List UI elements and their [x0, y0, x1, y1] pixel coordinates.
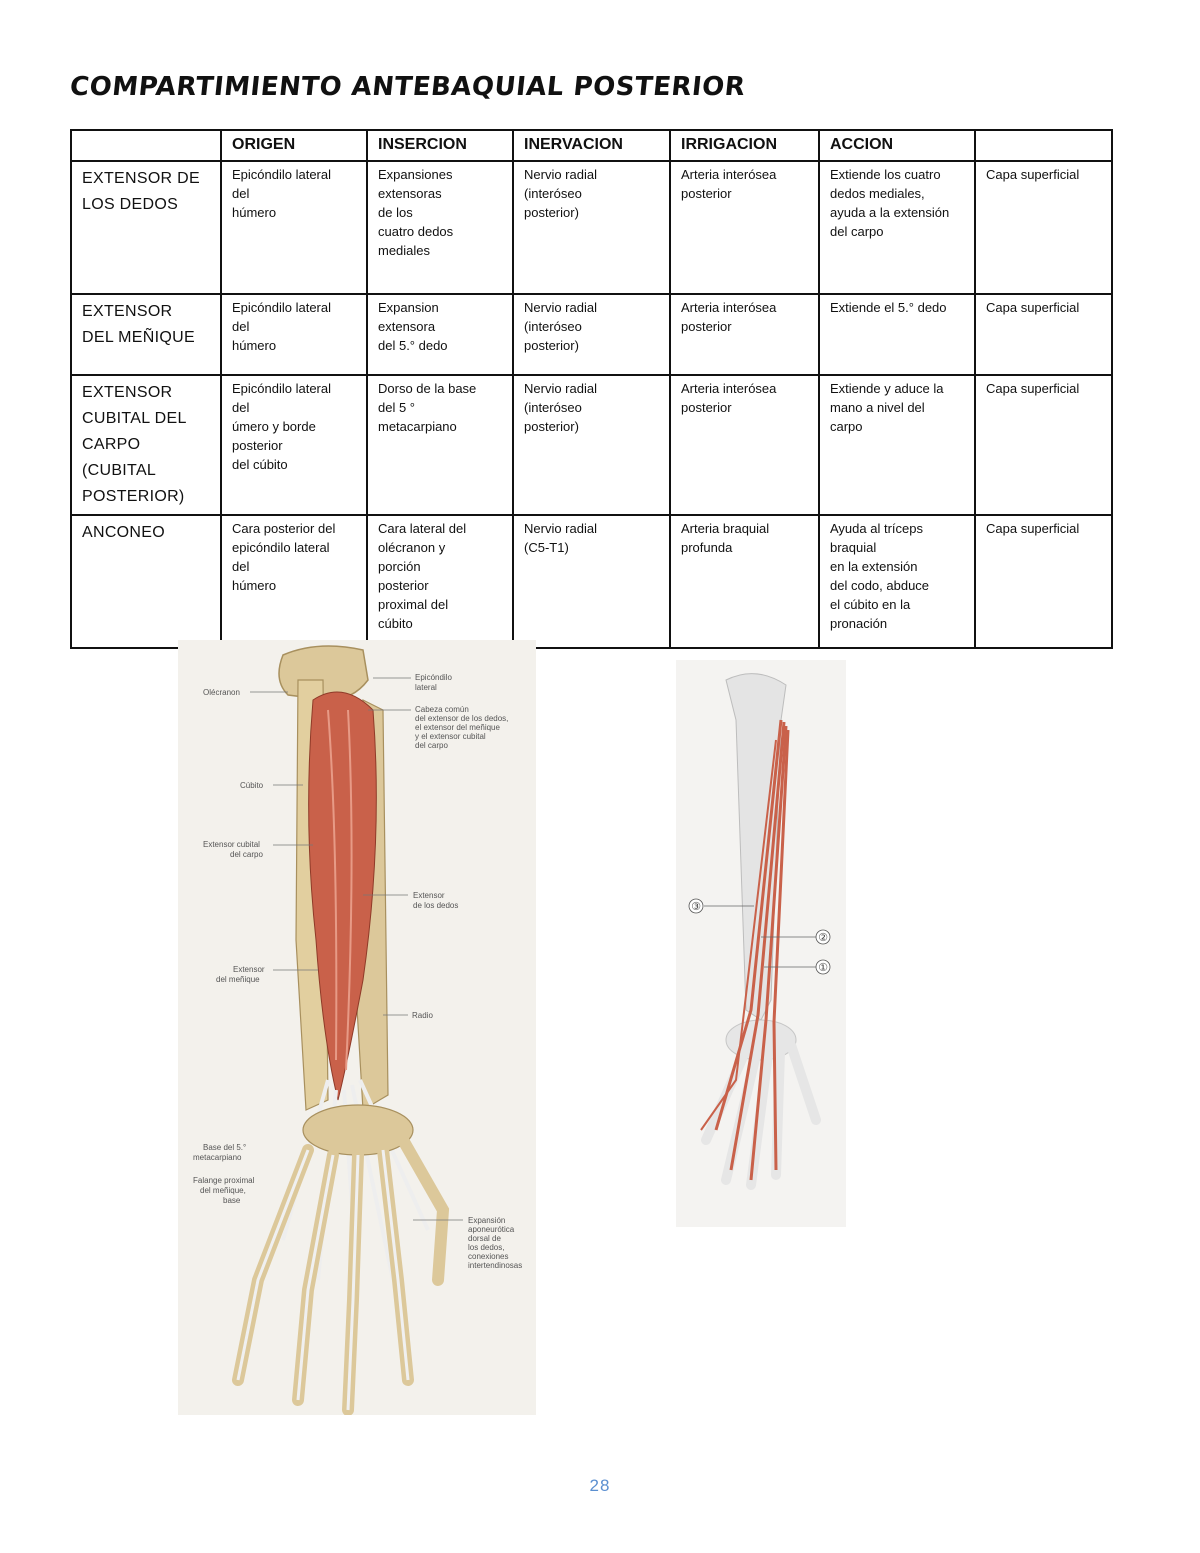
marker-3: ③ [691, 900, 701, 913]
table-row: ANCONEO Cara posterior del epicóndilo la… [70, 514, 1113, 649]
cell-capa: Capa superficial [974, 514, 1113, 649]
muscle-diagram: ③ ② ① [688, 673, 831, 1190]
svg-text:Falange proximal: Falange proximal [193, 1176, 255, 1185]
cell-inervacion: Nervio radial (interóseo posterior) [512, 160, 671, 295]
marker-2: ② [818, 931, 828, 944]
svg-text:intertendinosas: intertendinosas [468, 1261, 522, 1270]
muscle-name: EXTENSOR DEL MEÑIQUE [70, 293, 222, 376]
header-accion: ACCION [818, 129, 976, 162]
page-title: COMPARTIMIENTO ANTEBAQUIAL POSTERIOR [68, 72, 747, 102]
svg-text:los dedos,: los dedos, [468, 1243, 504, 1252]
cell-irrigacion: Arteria interósea posterior [669, 293, 820, 376]
muscle-name: EXTENSOR CUBITAL DEL CARPO (CUBITAL POST… [70, 374, 222, 516]
forearm-illustration-right: ③ ② ① [676, 660, 846, 1227]
svg-text:del extensor de los dedos,: del extensor de los dedos, [415, 714, 508, 723]
label-expansion: Expansión aponeurótica dorsal de los ded… [413, 1216, 522, 1270]
cell-accion: Extiende los cuatro dedos mediales, ayud… [818, 160, 976, 295]
cell-capa: Capa superficial [974, 293, 1113, 376]
svg-text:y el extensor cubital: y el extensor cubital [415, 732, 486, 741]
forearm-illustration-left: Olécranon Cúbito Extensor cubital del ca… [178, 640, 536, 1416]
svg-text:Olécranon: Olécranon [203, 688, 240, 697]
svg-text:Radio: Radio [412, 1011, 433, 1020]
svg-text:metacarpiano: metacarpiano [193, 1153, 242, 1162]
cell-insercion: Cara lateral del olécranon y porción pos… [366, 514, 514, 649]
cell-capa: Capa superficial [974, 160, 1113, 295]
svg-text:el extensor del meñique: el extensor del meñique [415, 723, 500, 732]
svg-text:conexiones: conexiones [468, 1252, 508, 1261]
header-origen: ORIGEN [220, 129, 368, 162]
label-epicondilo: Epicóndilo lateral [373, 673, 452, 692]
cell-inervacion: Nervio radial (C5-T1) [512, 514, 671, 649]
page-number: 28 [589, 1476, 611, 1495]
header-inervacion: INERVACION [512, 129, 671, 162]
marker-1: ① [818, 961, 828, 974]
label-radio: Radio [383, 1011, 433, 1020]
svg-text:lateral: lateral [415, 683, 437, 692]
svg-text:Expansión: Expansión [468, 1216, 505, 1225]
svg-text:del meñique: del meñique [216, 975, 260, 984]
header-muscle [70, 129, 222, 162]
label-extensor-menique: Extensor del meñique [216, 965, 318, 984]
table-header-row: ORIGEN INSERCION INERVACION IRRIGACION A… [70, 129, 1113, 162]
header-irrigacion: IRRIGACION [669, 129, 820, 162]
svg-text:Extensor: Extensor [233, 965, 265, 974]
cell-insercion: Dorso de la base del 5 ° metacarpiano [366, 374, 514, 516]
cell-capa: Capa superficial [974, 374, 1113, 516]
muscle-name: EXTENSOR DE LOS DEDOS [70, 160, 222, 295]
svg-text:Base del 5.°: Base del 5.° [203, 1143, 246, 1152]
cell-origen: Epicóndilo lateral del húmero [220, 160, 368, 295]
label-cubito: Cúbito [240, 781, 303, 790]
svg-text:aponeurótica: aponeurótica [468, 1225, 515, 1234]
cell-irrigacion: Arteria interósea posterior [669, 374, 820, 516]
svg-text:de los dedos: de los dedos [413, 901, 458, 910]
cell-insercion: Expansiones extensoras de los cuatro ded… [366, 160, 514, 295]
svg-text:Cúbito: Cúbito [240, 781, 264, 790]
svg-text:Extensor cubital: Extensor cubital [203, 840, 260, 849]
label-base-5-metacarpiano: Base del 5.° metacarpiano [193, 1143, 246, 1162]
cell-inervacion: Nervio radial (interóseo posterior) [512, 374, 671, 516]
cell-irrigacion: Arteria interósea posterior [669, 160, 820, 295]
cell-accion: Ayuda al tríceps braquial en la extensió… [818, 514, 976, 649]
cell-insercion: Expansion extensora del 5.° dedo [366, 293, 514, 376]
cell-origen: Epicóndilo lateral del úmero y borde pos… [220, 374, 368, 516]
svg-text:dorsal de: dorsal de [468, 1234, 501, 1243]
svg-text:del meñique,: del meñique, [200, 1186, 246, 1195]
cell-inervacion: Nervio radial (interóseo posterior) [512, 293, 671, 376]
table-row: EXTENSOR CUBITAL DEL CARPO (CUBITAL POST… [70, 374, 1113, 516]
muscles-table: ORIGEN INSERCION INERVACION IRRIGACION A… [70, 129, 1113, 649]
muscle-name: ANCONEO [70, 514, 222, 649]
header-capa [974, 129, 1113, 162]
cell-accion: Extiende y aduce la mano a nivel del car… [818, 374, 976, 516]
label-cabeza-comun: Cabeza común del extensor de los dedos, … [368, 705, 508, 750]
label-olecranon: Olécranon [203, 688, 288, 697]
svg-text:del carpo: del carpo [230, 850, 263, 859]
cell-origen: Cara posterior del epicóndilo lateral de… [220, 514, 368, 649]
cell-irrigacion: Arteria braquial profunda [669, 514, 820, 649]
table-row: EXTENSOR DE LOS DEDOS Epicóndilo lateral… [70, 160, 1113, 295]
table-row: EXTENSOR DEL MEÑIQUE Epicóndilo lateral … [70, 293, 1113, 376]
label-extensor-dedos: Extensor de los dedos [363, 891, 458, 910]
header-insercion: INSERCION [366, 129, 514, 162]
cell-origen: Epicóndilo lateral del húmero [220, 293, 368, 376]
label-extensor-cubital: Extensor cubital del carpo [203, 840, 313, 859]
cell-accion: Extiende el 5.° dedo [818, 293, 976, 376]
svg-text:Extensor: Extensor [413, 891, 445, 900]
svg-text:Cabeza común: Cabeza común [415, 705, 469, 714]
svg-text:base: base [223, 1196, 241, 1205]
label-falange-proximal: Falange proximal del meñique, base [193, 1176, 255, 1205]
svg-text:del carpo: del carpo [415, 741, 448, 750]
forearm-drawing: Olécranon Cúbito Extensor cubital del ca… [193, 645, 522, 1416]
svg-text:Epicóndilo: Epicóndilo [415, 673, 452, 682]
